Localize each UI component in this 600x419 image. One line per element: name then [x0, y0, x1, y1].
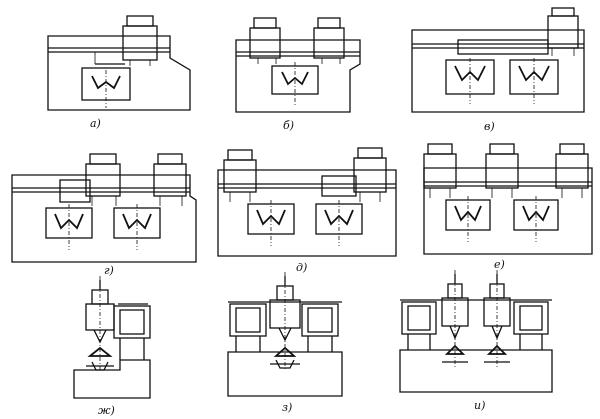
- caption-zh: ж): [98, 404, 115, 417]
- caption-d: д): [296, 261, 307, 274]
- panel-a: [47, 15, 191, 111]
- caption-z: з): [282, 401, 292, 414]
- panel-e: [423, 143, 593, 255]
- caption-b: б): [283, 119, 294, 132]
- caption-v: в): [484, 120, 495, 133]
- panel-z: [227, 272, 343, 397]
- panel-zh: [73, 276, 151, 399]
- panel-v: [411, 7, 585, 113]
- caption-e: е): [494, 258, 505, 271]
- panel-g: [11, 153, 197, 263]
- panel-i: [399, 270, 553, 393]
- panel-b: [235, 17, 361, 113]
- caption-a: а): [90, 117, 101, 130]
- panel-d: [217, 147, 397, 257]
- caption-g: г): [104, 264, 114, 277]
- caption-i: и): [474, 399, 485, 412]
